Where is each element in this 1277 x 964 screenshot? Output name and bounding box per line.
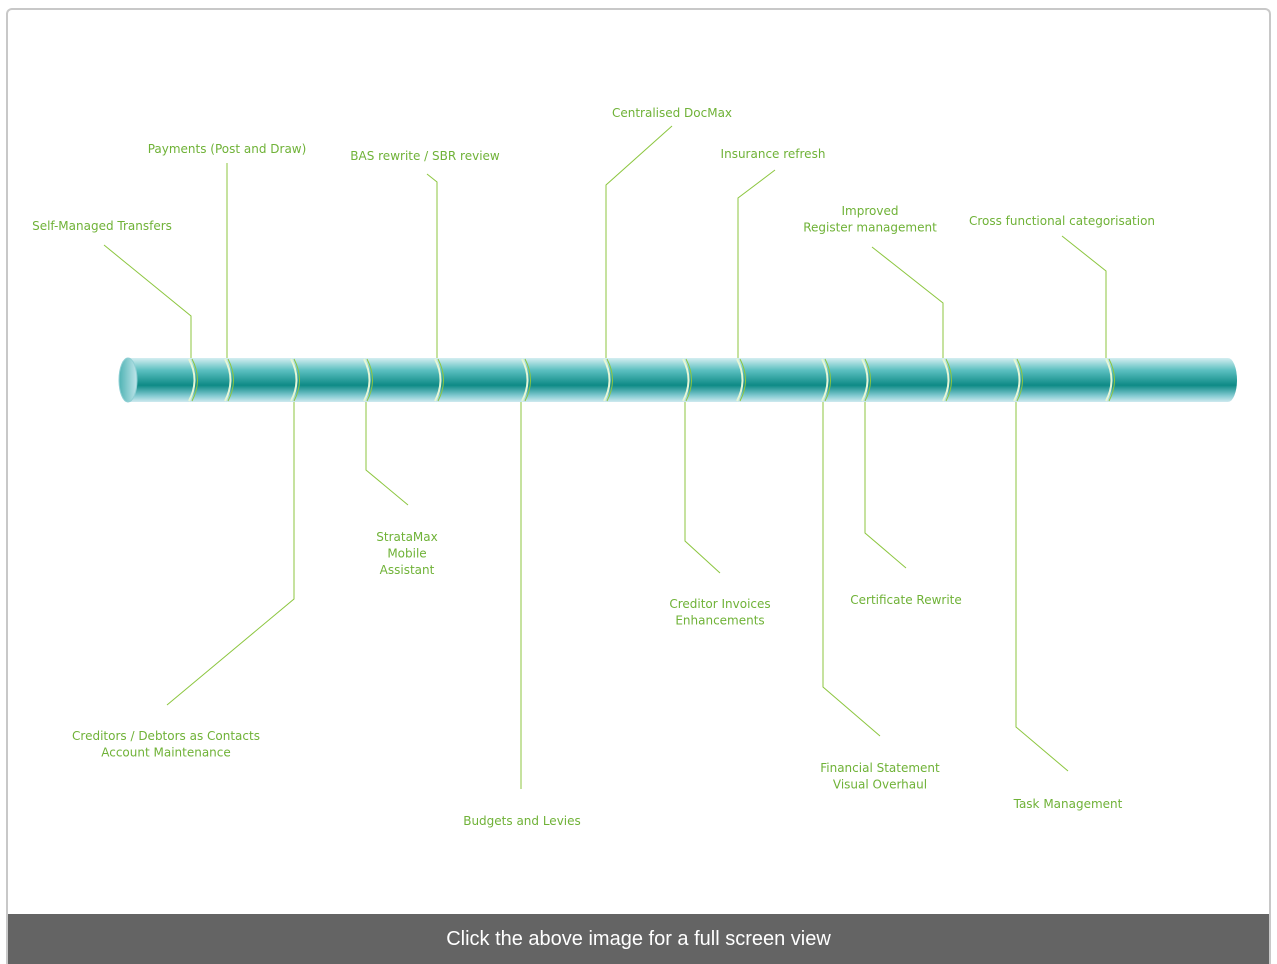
- tube-segment-ring-edge: [1016, 358, 1023, 402]
- roadmap-timeline-diagram[interactable]: Self-Managed Transfers Payments (Post and…: [8, 10, 1269, 916]
- tube-segment-ring-edge: [945, 358, 952, 402]
- tube-end-left: [118, 357, 138, 403]
- below-connector-4: [684, 402, 721, 574]
- tube-body: [128, 358, 1228, 402]
- below-milestone-label-3: Budgets and Levies: [463, 814, 581, 828]
- below-connector-2: [365, 402, 409, 506]
- tube-segment-ring-edge: [739, 358, 746, 402]
- milestone-label-line: Self-Managed Transfers: [32, 219, 172, 233]
- tube-segment-ring: [821, 358, 829, 402]
- tube-segment-ring: [224, 358, 232, 402]
- below-milestone-label-7: Task Management: [1013, 797, 1123, 811]
- tube-segment-ring: [942, 358, 950, 402]
- milestone-label-line: Assistant: [380, 563, 435, 577]
- milestone-label-line: Account Maintenance: [101, 746, 231, 760]
- milestone-label-line: Task Management: [1013, 797, 1123, 811]
- tube-segment-ring-edge: [824, 358, 831, 402]
- milestone-label-line: Improved: [842, 204, 899, 218]
- milestone-label-line: StrataMax: [376, 530, 437, 544]
- milestone-label-line: Creditors / Debtors as Contacts: [72, 729, 260, 743]
- milestone-label-line: Mobile: [387, 547, 426, 561]
- below-milestone-label-6: Certificate Rewrite: [850, 593, 962, 607]
- milestone-label-line: Creditor Invoices: [669, 597, 770, 611]
- below-connector-1: [166, 402, 295, 706]
- milestone-label-line: Budgets and Levies: [463, 814, 581, 828]
- milestone-label-line: Cross functional categorisation: [969, 214, 1155, 228]
- tube-segment-ring: [1013, 358, 1021, 402]
- tube-segment-ring-edge: [191, 358, 198, 402]
- tube-segment-ring-edge: [437, 358, 444, 402]
- below-connector-5: [822, 402, 881, 737]
- below-connector-7: [1015, 402, 1069, 772]
- milestone-label-line: Payments (Post and Draw): [148, 142, 307, 156]
- milestone-label-line: Certificate Rewrite: [850, 593, 962, 607]
- tube-segment-ring-edge: [227, 358, 234, 402]
- tube-segment-ring: [290, 358, 298, 402]
- tube-segment-ring: [603, 358, 611, 402]
- tube-segment-ring-edge: [366, 358, 373, 402]
- tube-end-right: [1219, 358, 1237, 402]
- tube-segment-ring: [363, 358, 371, 402]
- tube-segment-ring: [521, 358, 529, 402]
- tube-segment-ring: [434, 358, 442, 402]
- below-connector-6: [864, 402, 907, 569]
- above-milestone-label-1: Self-Managed Transfers: [32, 219, 172, 233]
- tube-segment-ring-edge: [606, 358, 613, 402]
- fullscreen-caption-bar[interactable]: Click the above image for a full screen …: [8, 914, 1269, 964]
- tube-segment-ring-edge: [864, 358, 871, 402]
- above-milestone-label-3: BAS rewrite / SBR review: [350, 149, 500, 163]
- tube-segment-ring: [188, 358, 196, 402]
- connector-lines: [103, 125, 1107, 789]
- milestone-label-line: Insurance refresh: [721, 147, 826, 161]
- diagram-frame[interactable]: Self-Managed Transfers Payments (Post and…: [6, 8, 1271, 964]
- above-milestone-label-5: Insurance refresh: [721, 147, 826, 161]
- milestone-label-line: Centralised DocMax: [612, 106, 732, 120]
- fullscreen-caption: Click the above image for a full screen …: [446, 927, 831, 950]
- tube-segment-ring-edge: [524, 358, 531, 402]
- milestone-label-line: Financial Statement: [820, 761, 940, 775]
- above-milestone-label-4: Centralised DocMax: [612, 106, 732, 120]
- above-connector-6: [871, 246, 944, 358]
- milestone-label-line: Visual Overhaul: [833, 778, 927, 792]
- milestone-label-line: Register management: [803, 221, 937, 235]
- timeline-tube: [118, 357, 1237, 403]
- above-connector-5: [737, 169, 776, 358]
- milestone-label-line: BAS rewrite / SBR review: [350, 149, 500, 163]
- above-milestone-label-2: Payments (Post and Draw): [148, 142, 307, 156]
- milestone-label-line: Enhancements: [675, 614, 764, 628]
- tube-segment-ring: [861, 358, 869, 402]
- above-connector-4: [605, 125, 673, 358]
- tube-segment-ring: [736, 358, 744, 402]
- tube-segment-ring: [1105, 358, 1113, 402]
- tube-segment-ring-edge: [685, 358, 692, 402]
- above-connector-3: [426, 173, 438, 358]
- tube-segment-ring-edge: [1108, 358, 1115, 402]
- above-connector-7: [1061, 235, 1107, 358]
- tube-segment-ring: [682, 358, 690, 402]
- tube-segment-ring-edge: [293, 358, 300, 402]
- above-milestone-label-7: Cross functional categorisation: [969, 214, 1155, 228]
- milestone-labels: Self-Managed Transfers Payments (Post and…: [32, 106, 1155, 828]
- above-connector-1: [103, 244, 192, 358]
